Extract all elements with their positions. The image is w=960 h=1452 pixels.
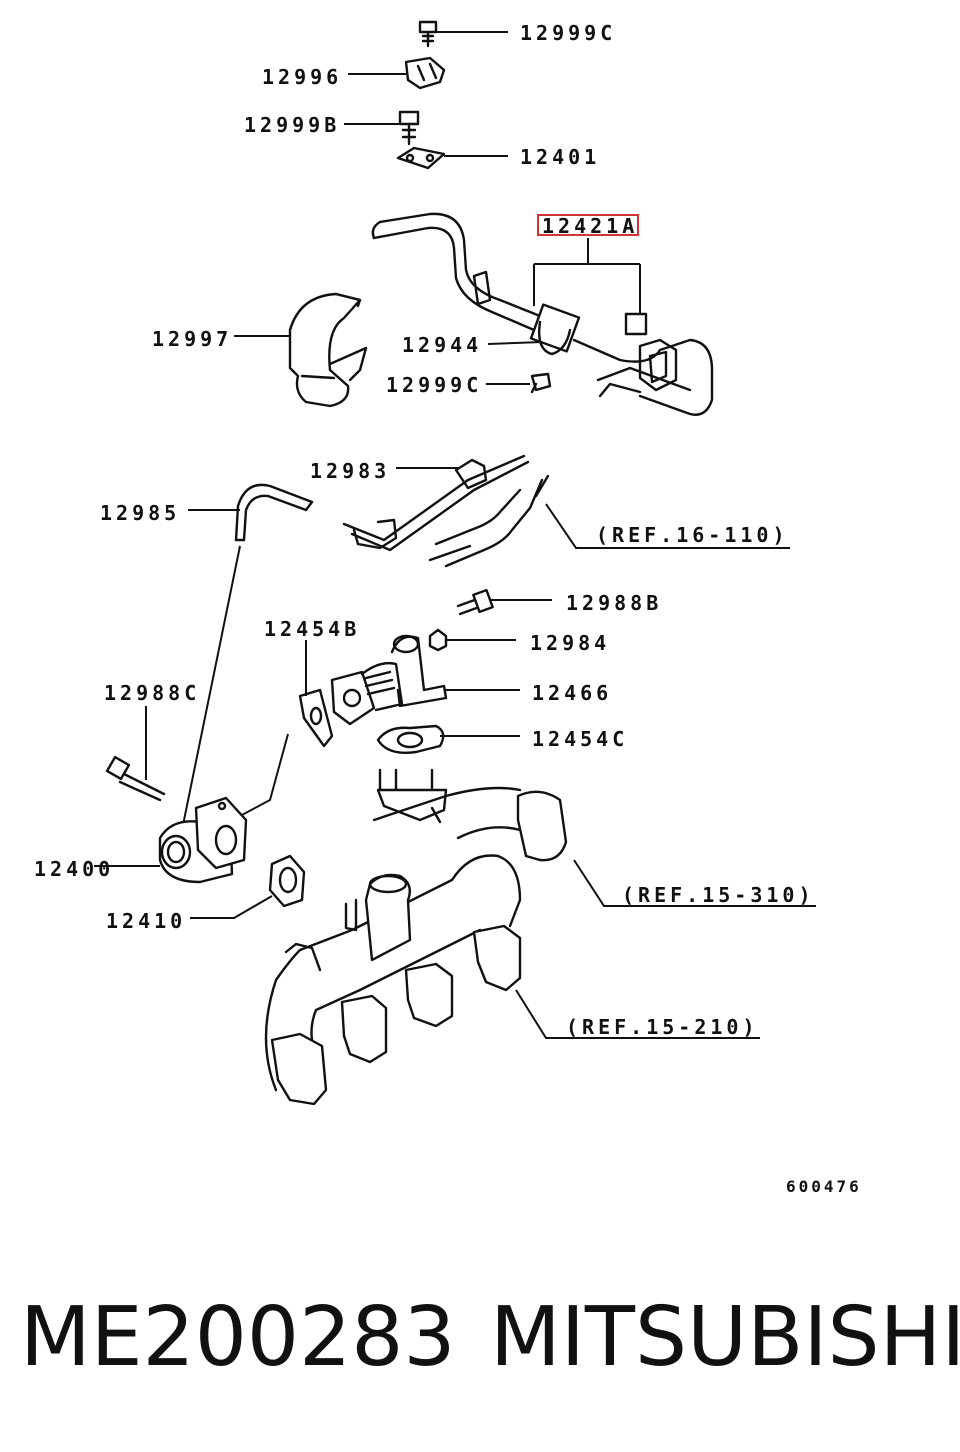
gasket-12454b[interactable] xyxy=(298,688,334,748)
label-12999c-mid[interactable]: 12999C xyxy=(386,373,482,397)
bolt-12999c-top[interactable] xyxy=(418,20,438,48)
bolt-12999c-mid[interactable] xyxy=(530,372,552,394)
label-12944[interactable]: 12944 xyxy=(402,333,482,357)
clip-12996[interactable] xyxy=(404,56,446,90)
hose-link-line xyxy=(181,545,241,831)
label-12985[interactable]: 12985 xyxy=(100,501,180,525)
label-12997[interactable]: 12997 xyxy=(152,327,232,351)
drawing-number: 600476 xyxy=(786,1177,862,1196)
hose-12985[interactable] xyxy=(234,483,314,542)
label-12410[interactable]: 12410 xyxy=(106,909,186,933)
label-12988b[interactable]: 12988B xyxy=(566,591,662,615)
pipe-12983[interactable] xyxy=(342,454,530,552)
label-12401[interactable]: 12401 xyxy=(520,145,600,169)
label-12421a[interactable]: 12421A xyxy=(542,214,638,238)
exhaust-manifold xyxy=(264,768,568,1106)
gasket-link-line xyxy=(239,733,289,817)
label-12988c[interactable]: 12988C xyxy=(104,681,200,705)
egr-pipe-12466[interactable] xyxy=(330,634,448,726)
label-12996[interactable]: 12996 xyxy=(262,65,342,89)
leader-12944 xyxy=(487,341,543,345)
label-ref-16-110[interactable]: (REF.16-110) xyxy=(596,523,789,547)
label-12400[interactable]: 12400 xyxy=(34,857,114,881)
brand-name: MITSUBISHI xyxy=(490,1290,960,1385)
gasket-12410[interactable] xyxy=(268,854,306,908)
footer: ME200283 MITSUBISHI xyxy=(20,1290,960,1390)
label-ref-15-210[interactable]: (REF.15-210) xyxy=(566,1015,759,1039)
tube-ref-16-110 xyxy=(428,474,550,568)
label-12454c[interactable]: 12454C xyxy=(532,727,628,751)
label-12999b[interactable]: 12999B xyxy=(244,113,340,137)
parts-diagram: 12999C 12996 12999B 12401 12421A 12944 xyxy=(34,20,862,1196)
bolt-12999b[interactable] xyxy=(398,110,420,146)
gasket-12454c[interactable] xyxy=(376,724,445,754)
part-number: ME200283 xyxy=(20,1290,456,1385)
clamp-12944[interactable] xyxy=(538,320,572,356)
leader-12410 xyxy=(190,895,273,919)
label-12984[interactable]: 12984 xyxy=(530,631,610,655)
label-12983[interactable]: 12983 xyxy=(310,459,390,483)
label-12999c-top[interactable]: 12999C xyxy=(520,21,616,45)
nut-12984[interactable] xyxy=(428,628,448,652)
label-12466[interactable]: 12466 xyxy=(532,681,612,705)
highlight-box xyxy=(537,214,639,236)
egr-valve-12400[interactable] xyxy=(158,796,248,884)
heat-shield-12997[interactable] xyxy=(288,292,368,408)
nut-12401[interactable] xyxy=(396,146,446,170)
leader-ref-16-110 xyxy=(545,503,790,549)
leader-ref-15-310 xyxy=(573,859,816,907)
label-12454b[interactable]: 12454B xyxy=(264,617,360,641)
label-ref-15-310[interactable]: (REF.15-310) xyxy=(622,883,815,907)
leader-12421a xyxy=(533,238,641,314)
bolt-12988b[interactable] xyxy=(456,588,494,616)
leader-ref-15-210 xyxy=(515,989,760,1039)
bolt-12988c[interactable] xyxy=(105,755,166,802)
